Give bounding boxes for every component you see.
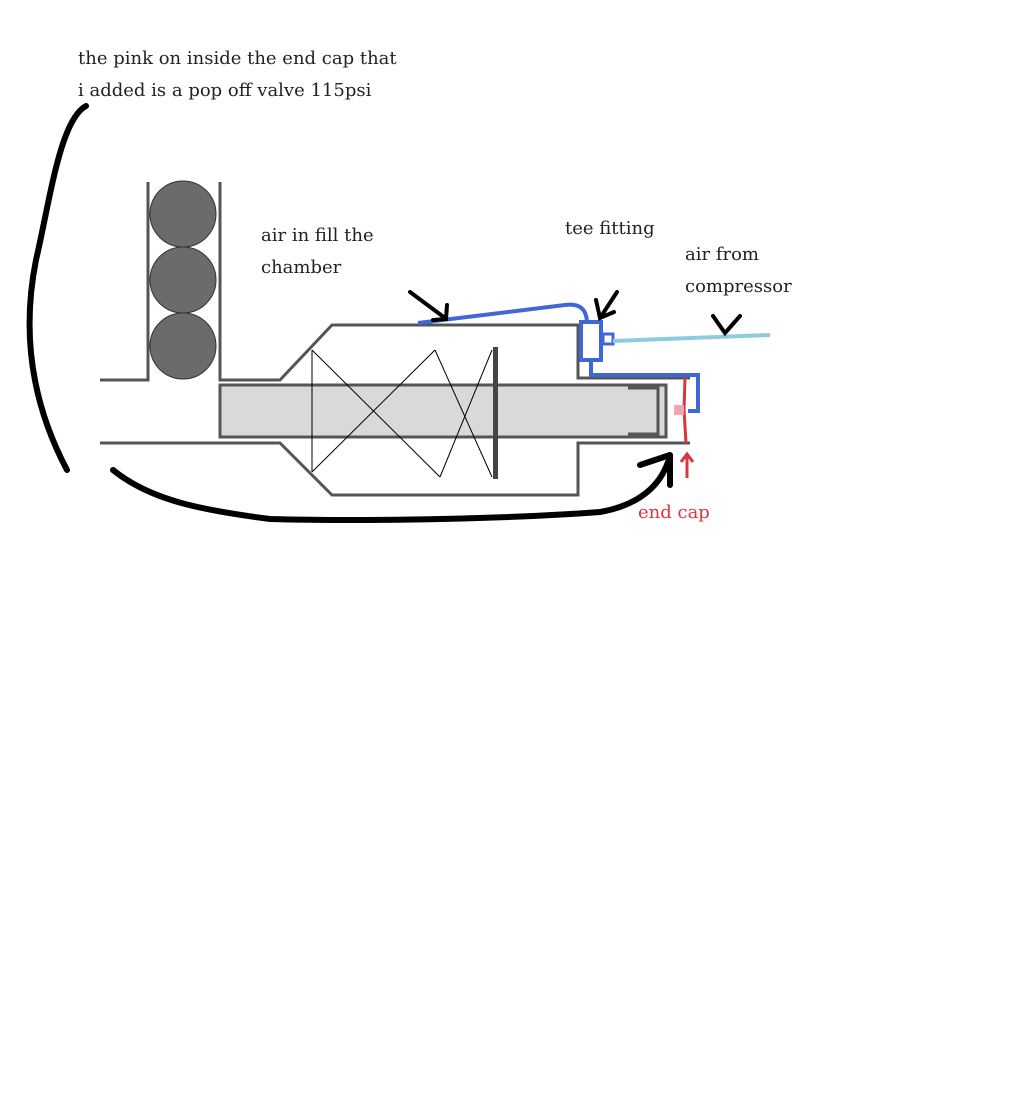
end-cap-hose (589, 360, 700, 413)
arrow-fill-hose-icon (408, 290, 449, 322)
end-cap-label: end cap (638, 502, 710, 523)
valve-plate (493, 347, 498, 479)
pointer-curve-bottom (110, 459, 671, 524)
compressor-line (612, 333, 771, 343)
ball (149, 312, 217, 380)
hopper (100, 182, 690, 497)
compressor-label-2: compressor (685, 276, 792, 297)
air-in-label-2: chamber (261, 257, 342, 278)
ball (149, 246, 217, 314)
tee-fitting-label: tee fitting (565, 218, 655, 239)
pointer-arrowhead-icon (637, 452, 673, 488)
barrel (218, 383, 668, 439)
compressor-label-1: air from (685, 244, 759, 265)
pointer-curve-left (26, 103, 89, 473)
arrow-compressor-icon (711, 314, 742, 337)
projectiles (149, 180, 217, 380)
air-in-label-1: air in fill the (261, 225, 374, 246)
barrel-piston-end (628, 386, 660, 436)
spring-valve (311, 349, 493, 478)
pop-off-valve (674, 405, 684, 415)
note-line-2: i added is a pop off valve 115psi (78, 80, 372, 101)
note-line-1: the pink on inside the end cap that (78, 48, 397, 69)
tee-inlet (601, 332, 615, 346)
ball (149, 180, 217, 248)
arrow-tee-icon (594, 290, 619, 321)
tee-fitting (579, 320, 603, 362)
end-cap (682, 377, 688, 444)
end-cap-arrow-icon (679, 451, 695, 478)
